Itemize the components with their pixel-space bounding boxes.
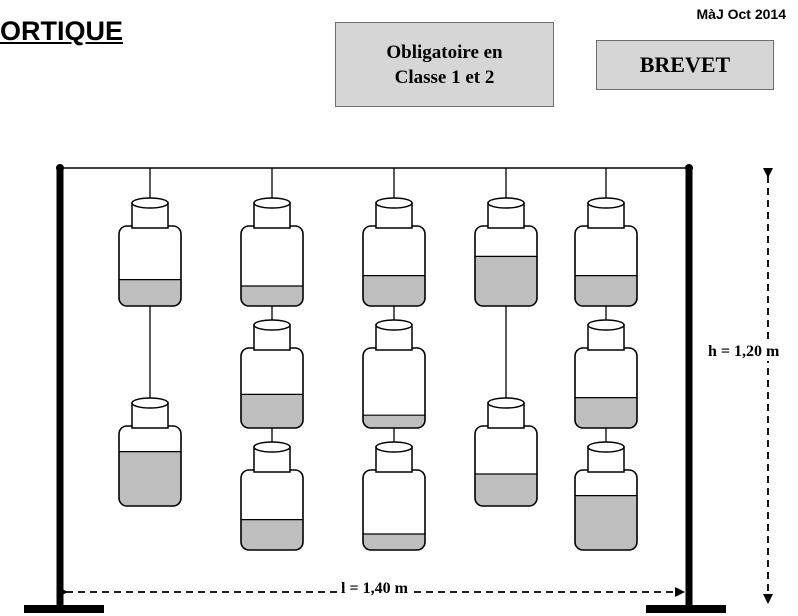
bottle-column <box>118 168 182 507</box>
obligatoire-line-2: Classe 1 et 2 <box>394 66 495 88</box>
width-label: l = 1,40 m <box>337 580 412 598</box>
bottle-liquid <box>241 286 303 306</box>
bottle-liquid <box>575 495 637 550</box>
bottle <box>118 397 182 507</box>
bottle-liquid <box>363 415 425 428</box>
bottle-liquid <box>475 256 537 306</box>
page-title: ORTIQUE <box>0 16 124 46</box>
portique-frame <box>24 164 726 613</box>
bottle-column <box>474 168 538 507</box>
bottle-column <box>574 168 638 551</box>
bottle-liquid <box>119 279 181 306</box>
bottle <box>362 319 426 429</box>
bottle-liquid <box>575 275 637 306</box>
obligatoire-line-1: Obligatoire en <box>386 41 503 63</box>
bottle <box>474 197 538 307</box>
bottle-liquid <box>119 451 181 506</box>
bottle-liquid <box>363 534 425 550</box>
bottle <box>362 197 426 307</box>
bottles-layer <box>118 168 638 551</box>
bottle <box>474 397 538 507</box>
bottle-liquid <box>241 519 303 550</box>
bottle-column <box>362 168 426 551</box>
bottle <box>118 197 182 307</box>
bottle-liquid <box>241 394 303 428</box>
bottle <box>240 197 304 307</box>
brevet-badge: BREVET <box>596 40 774 90</box>
bottle <box>240 319 304 429</box>
height-label: h = 1,20 m <box>708 343 780 361</box>
bottle <box>574 441 638 551</box>
bottle <box>574 319 638 429</box>
bottle-liquid <box>575 397 637 428</box>
top-bar-end-right <box>685 164 693 172</box>
bottle-liquid <box>363 275 425 306</box>
update-date: MàJ Oct 2014 <box>696 6 787 22</box>
bottle <box>240 441 304 551</box>
bottle <box>362 441 426 551</box>
bottle-column <box>240 168 304 551</box>
bottle <box>574 197 638 307</box>
top-bar-end-left <box>56 164 64 172</box>
bottle-liquid <box>475 474 537 506</box>
obligatoire-badge: Obligatoire en Classe 1 et 2 <box>335 22 554 107</box>
